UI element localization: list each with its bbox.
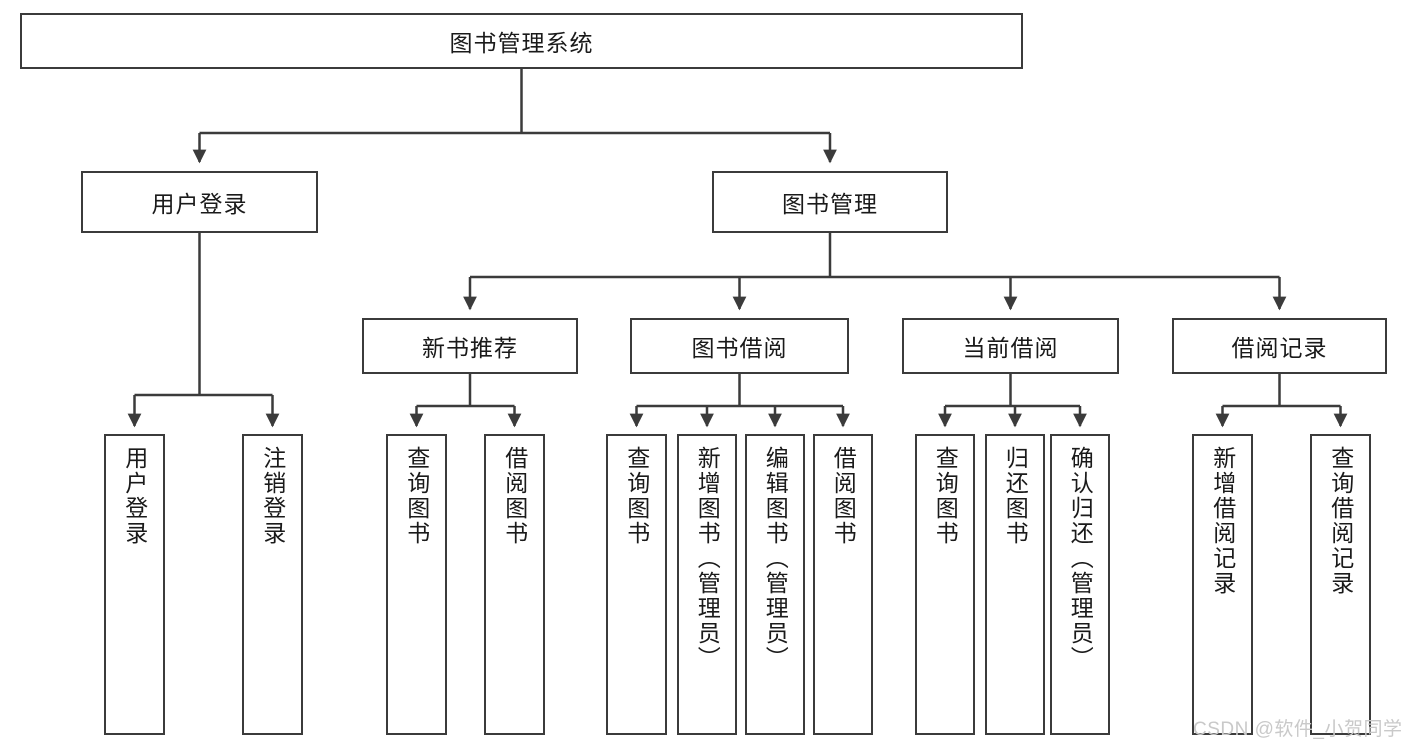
node-leaf-query-borrow-record-label: 查询借阅记录 <box>1327 446 1354 596</box>
node-user-login-label: 用户登录 <box>151 191 248 217</box>
node-leaf-confirm-return-admin[interactable]: 确认归还（管理员） <box>1050 434 1110 735</box>
node-borrow-record[interactable]: 借阅记录 <box>1172 318 1387 374</box>
node-leaf-user-login-label: 用户登录 <box>121 446 148 546</box>
node-new-book-recommend[interactable]: 新书推荐 <box>362 318 578 374</box>
node-current-borrow-label: 当前借阅 <box>962 335 1059 361</box>
node-book-borrow[interactable]: 图书借阅 <box>630 318 849 374</box>
node-user-login[interactable]: 用户登录 <box>81 171 318 233</box>
node-leaf-borrow-book-2-label: 借阅图书 <box>830 446 857 546</box>
node-book-borrow-label: 图书借阅 <box>691 335 788 361</box>
node-leaf-add-borrow-record-label: 新增借阅记录 <box>1209 446 1236 596</box>
node-book-manage-label: 图书管理 <box>782 191 878 217</box>
csdn-watermark: CSDN @软件_小贺同学 <box>1193 719 1403 740</box>
node-leaf-user-logout-label: 注销登录 <box>259 446 286 546</box>
node-leaf-user-login[interactable]: 用户登录 <box>104 434 165 735</box>
node-leaf-add-book-admin[interactable]: 新增图书（管理员） <box>677 434 737 735</box>
node-leaf-borrow-book-1-label: 借阅图书 <box>501 446 528 546</box>
node-leaf-edit-book-admin[interactable]: 编辑图书（管理员） <box>745 434 805 735</box>
node-borrow-record-label: 借阅记录 <box>1231 335 1328 361</box>
node-leaf-borrow-book-1[interactable]: 借阅图书 <box>484 434 545 735</box>
node-leaf-query-book-3[interactable]: 查询图书 <box>915 434 975 735</box>
node-current-borrow[interactable]: 当前借阅 <box>902 318 1119 374</box>
node-leaf-confirm-return-admin-label: 确认归还（管理员） <box>1067 446 1094 671</box>
node-book-manage[interactable]: 图书管理 <box>712 171 948 233</box>
node-leaf-query-book-1[interactable]: 查询图书 <box>386 434 447 735</box>
node-leaf-borrow-book-2[interactable]: 借阅图书 <box>813 434 873 735</box>
node-leaf-add-book-admin-label: 新增图书（管理员） <box>694 446 721 671</box>
node-leaf-return-book[interactable]: 归还图书 <box>985 434 1045 735</box>
node-leaf-user-logout[interactable]: 注销登录 <box>242 434 303 735</box>
node-root[interactable]: 图书管理系统 <box>20 13 1023 69</box>
node-leaf-edit-book-admin-label: 编辑图书（管理员） <box>762 446 789 671</box>
node-leaf-query-book-1-label: 查询图书 <box>403 446 430 546</box>
node-leaf-query-book-2-label: 查询图书 <box>623 446 650 546</box>
node-new-book-recommend-label: 新书推荐 <box>422 335 518 361</box>
node-leaf-add-borrow-record[interactable]: 新增借阅记录 <box>1192 434 1253 735</box>
node-root-label: 图书管理系统 <box>449 30 594 56</box>
node-leaf-query-book-3-label: 查询图书 <box>932 446 959 546</box>
node-leaf-return-book-label: 归还图书 <box>1002 446 1029 546</box>
node-leaf-query-borrow-record[interactable]: 查询借阅记录 <box>1310 434 1371 735</box>
node-leaf-query-book-2[interactable]: 查询图书 <box>606 434 667 735</box>
